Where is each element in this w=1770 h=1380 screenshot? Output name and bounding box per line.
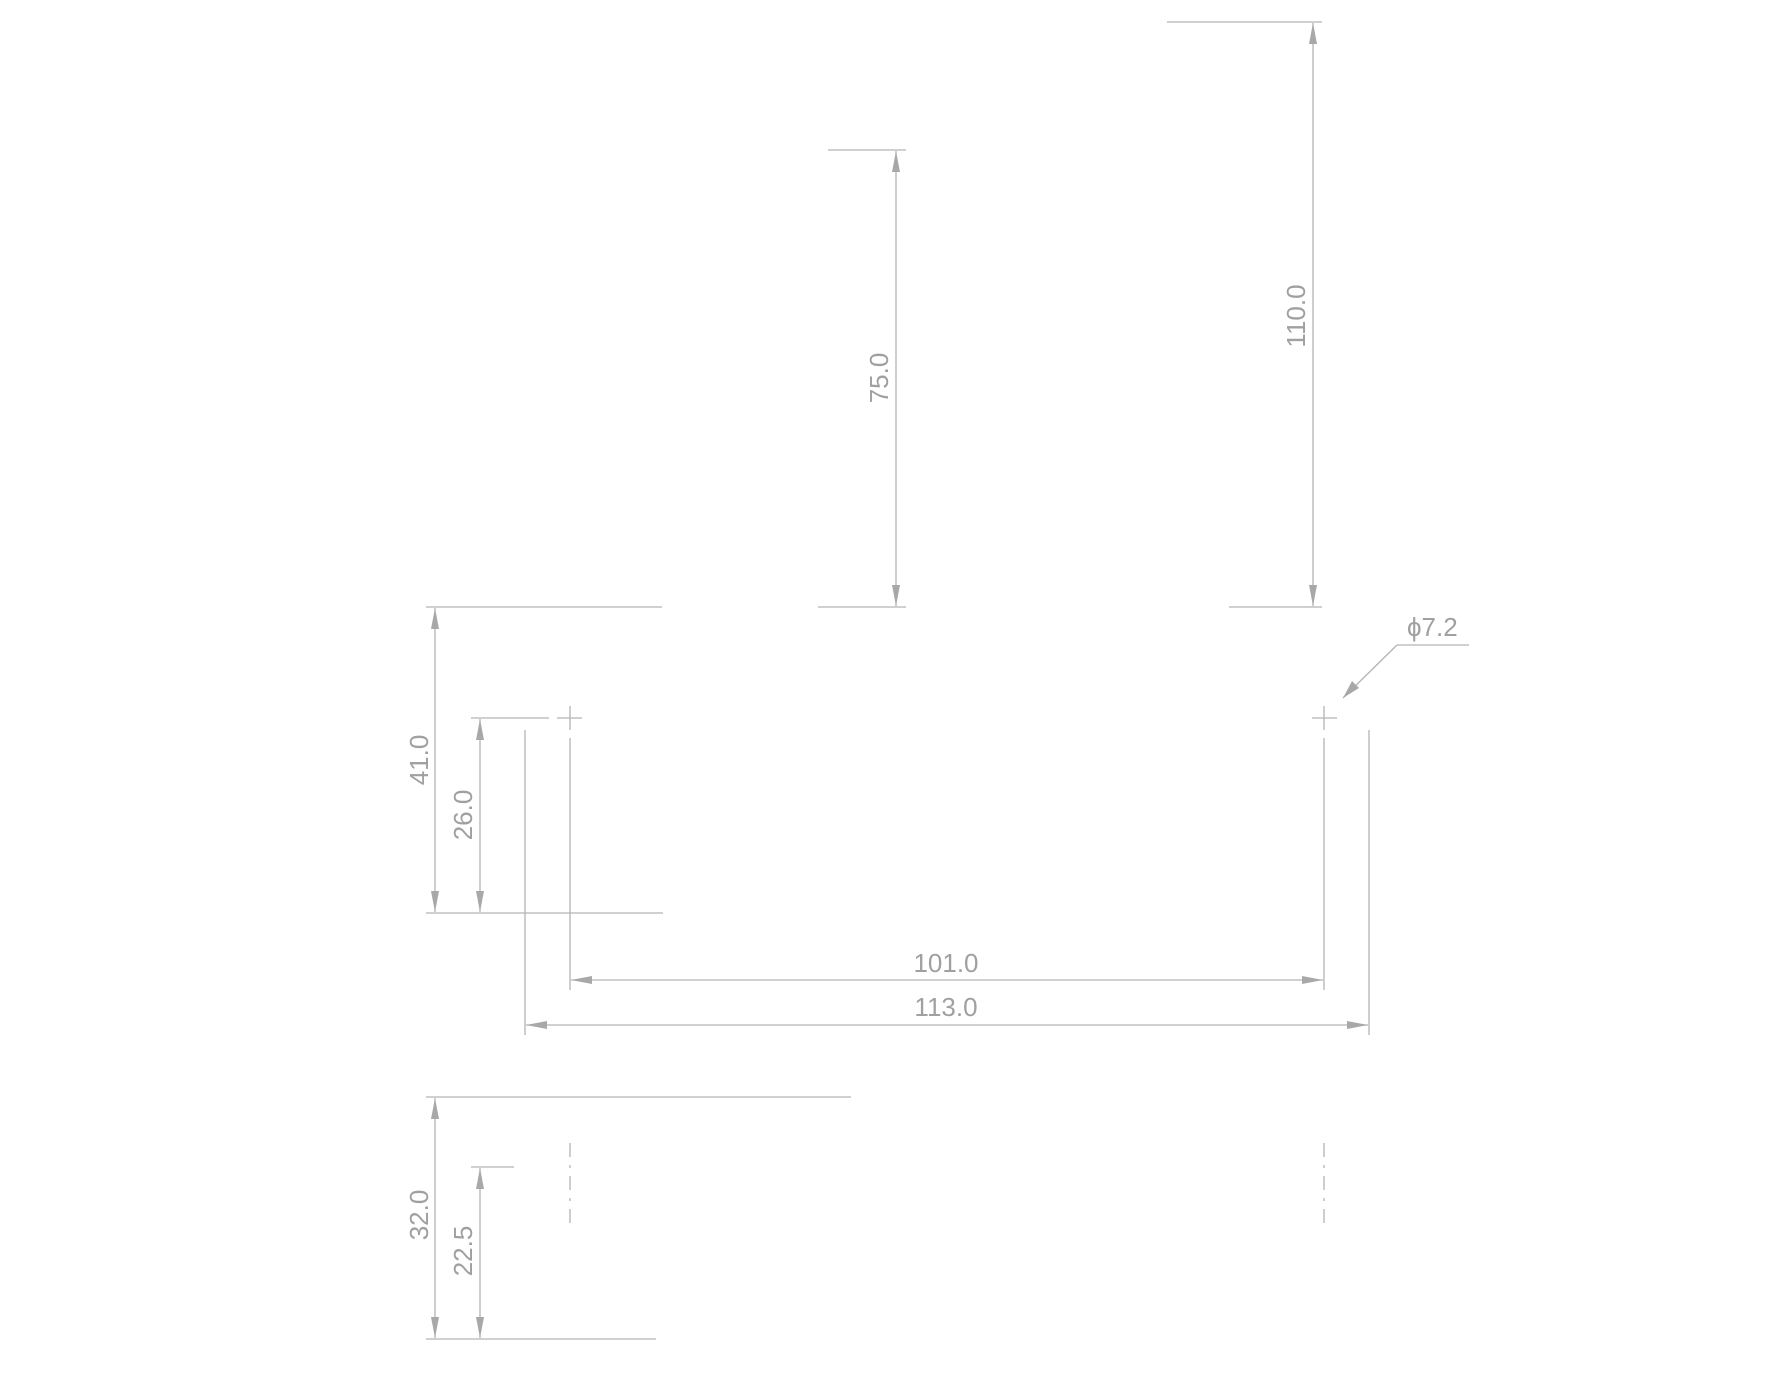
arrow-22-5-top <box>476 1168 484 1189</box>
dim-text-26: 26.0 <box>448 790 478 841</box>
hole-center-left <box>557 706 582 730</box>
leader-arrow <box>1343 681 1359 698</box>
dimension-22-5: 22.5 <box>448 1166 514 1338</box>
dim-text-113: 113.0 <box>914 992 977 1022</box>
dimension-110: 110.0 <box>1167 21 1322 608</box>
dimension-113: 113.0 <box>526 992 1368 1029</box>
arrow-101-right <box>1302 976 1323 984</box>
arrow-75-top <box>892 151 900 172</box>
dimension-32: 32.0 <box>404 1096 851 1340</box>
arrow-110-bottom <box>1309 585 1317 606</box>
dim-text-diameter: ϕ7.2 <box>1407 612 1458 642</box>
dim-text-22-5: 22.5 <box>448 1226 478 1277</box>
arrow-41-bottom <box>431 891 439 912</box>
arrow-75-bottom <box>892 585 900 606</box>
arrow-110-top <box>1309 23 1317 44</box>
dim-text-32: 32.0 <box>404 1190 434 1241</box>
arrow-101-left <box>571 976 592 984</box>
dimension-41: 41.0 <box>404 606 663 914</box>
arrow-41-top <box>431 608 439 629</box>
arrow-113-right <box>1347 1021 1368 1029</box>
dim-text-101: 101.0 <box>913 948 978 978</box>
dim-text-110: 110.0 <box>1281 284 1311 347</box>
dimension-26: 26.0 <box>448 717 549 912</box>
dimension-75: 75.0 <box>818 149 906 608</box>
arrow-22-5-bottom <box>476 1317 484 1338</box>
arrow-32-bottom <box>431 1317 439 1338</box>
dim-text-41: 41.0 <box>404 735 434 786</box>
dim-text-75: 75.0 <box>864 353 894 404</box>
hole-center-right <box>1312 706 1337 730</box>
dimension-101: 101.0 <box>571 948 1323 984</box>
arrow-32-top <box>431 1098 439 1119</box>
arrow-26-bottom <box>476 891 484 912</box>
arrow-113-left <box>526 1021 547 1029</box>
arrow-26-top <box>476 719 484 740</box>
diameter-callout: ϕ7.2 <box>1342 612 1469 699</box>
